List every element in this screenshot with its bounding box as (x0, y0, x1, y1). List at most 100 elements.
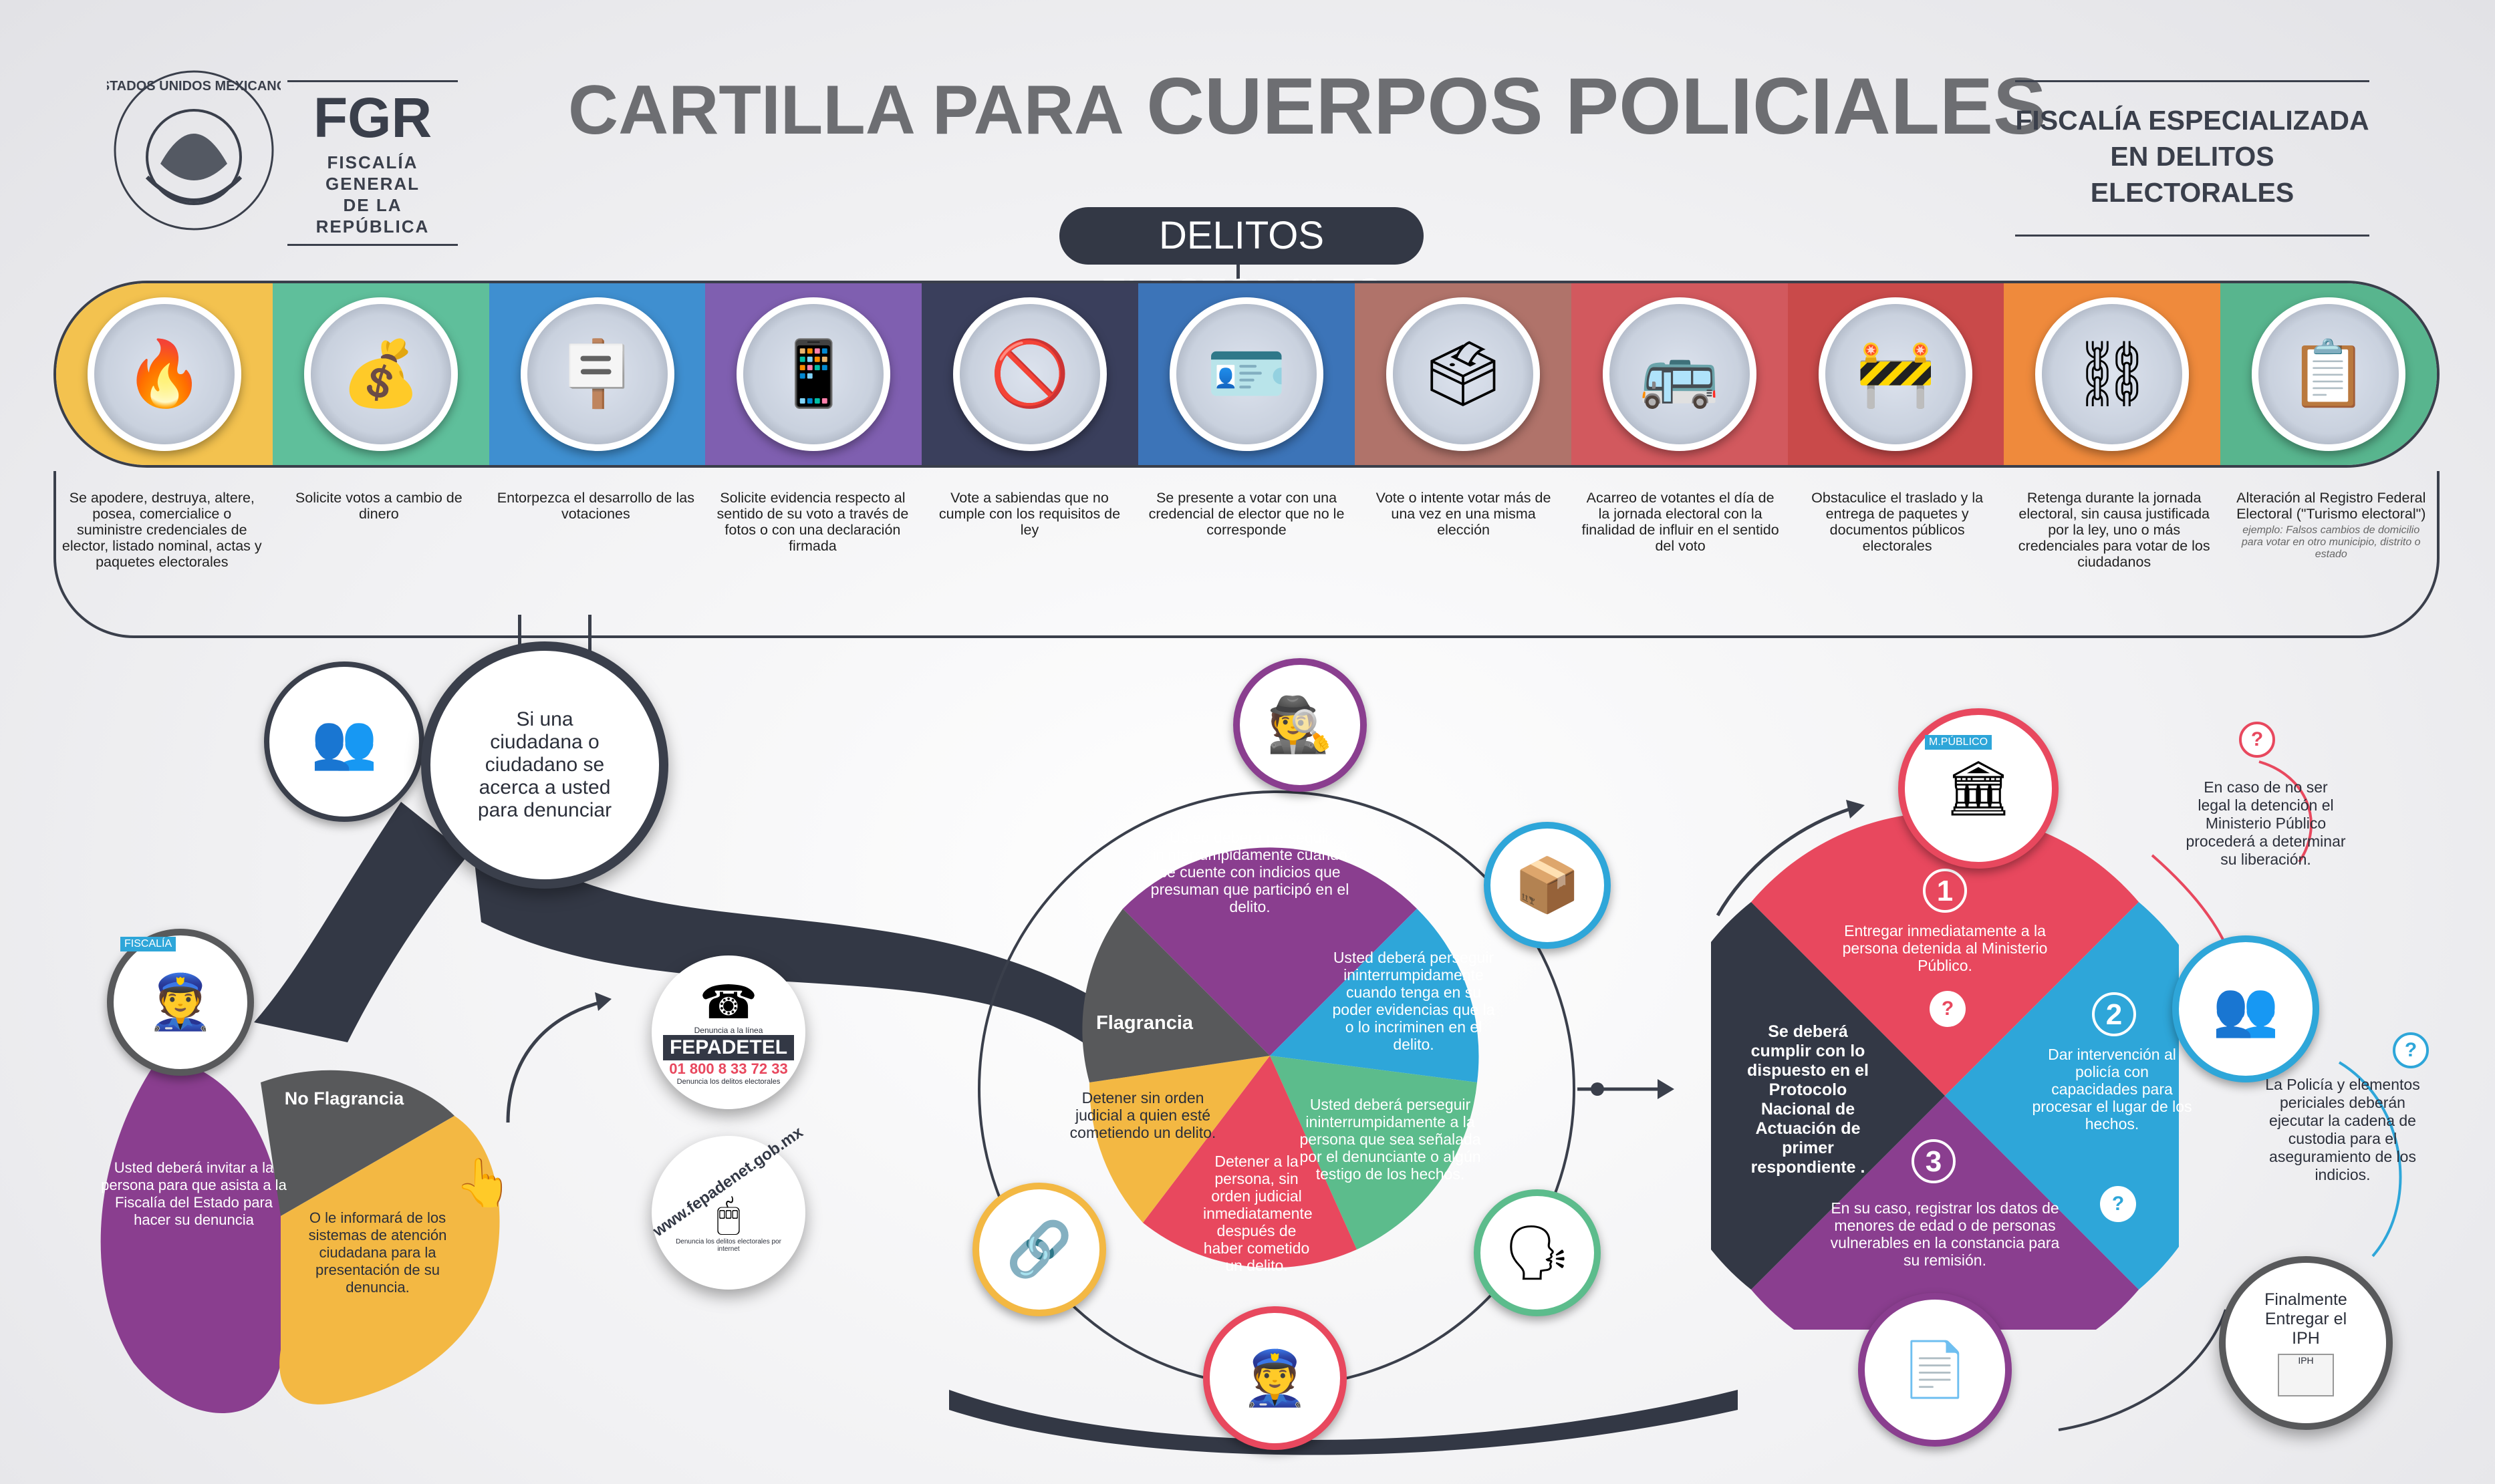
bus-icon: 🚌 (1602, 297, 1756, 451)
mexico-seal-logo: ESTADOS UNIDOS MEXICANOS (107, 70, 281, 231)
no-flagrancia-right-text: O le informará de los sistemas de atenci… (308, 1209, 447, 1296)
delito-caption-text: Solicite votos a cambio de dinero (295, 490, 463, 522)
pill-connector (1236, 265, 1240, 282)
no-flagrancia-shapes (100, 1056, 500, 1413)
delito-caption-text: Solicite evidencia respecto al sentido d… (716, 490, 909, 554)
delito-caption-text: Entorpezca el desarrollo de las votacion… (497, 490, 694, 522)
citizens-icon: 👥 (311, 712, 378, 771)
delitos-band: 🔥💰 🪧 📱 🚫 🪪🗳🚌 🚧 ⛓ 📋 (53, 281, 2440, 468)
no-flagrancia-left-text: Usted deberá invitar a la persona para q… (101, 1159, 287, 1228)
delito-caption-text: Se presente a votar con una credencial d… (1148, 490, 1345, 538)
iph-document: IPH (2278, 1353, 2334, 1396)
question-icon[interactable]: ? (1930, 991, 1966, 1027)
top-rule (2015, 80, 2369, 82)
custodia-note: La Policía y elementos periciales deberá… (2265, 1076, 2420, 1183)
fiscalia-especializada-block: FISCALÍA ESPECIALIZADA EN DELITOS ELECTO… (2015, 80, 2369, 237)
delito-segment: 📋 (2220, 283, 2437, 465)
detective-icon: 🕵 (1267, 695, 1333, 754)
page-title: CARTILLA PARA CUERPOS POLICIALES (568, 60, 2047, 152)
citizen-text-circle: Si una ciudadana o ciudadano se acerca a… (421, 641, 668, 889)
delito-segment: 🚫 (922, 283, 1139, 465)
fgr-title: FGR (313, 86, 432, 149)
delito-caption-text: Vote o intente votar más de una vez en u… (1375, 490, 1551, 538)
mp-sign: M.PÚBLICO (1925, 735, 1992, 750)
delito-caption: Alteración al Registro Federal Electoral… (2222, 471, 2440, 638)
fepadetel-badge[interactable]: ☎ Denuncia a la línea FEPADETEL 01 800 8… (652, 955, 805, 1109)
proceso-step-2-text: Dar intervención al policía con capacida… (2032, 1046, 2192, 1133)
delito-caption: Retenga durante la jornada electoral, si… (2006, 471, 2223, 638)
cage-icon: ⛓ (2035, 297, 2190, 451)
pointing-hand-icon: 👆 (454, 1157, 513, 1209)
voter-credential-icon: 🪪 (1169, 297, 1323, 451)
fiscalia-line-2: EN DELITOS ELECTORALES (2090, 141, 2294, 208)
invalid-id-card-icon: 🚫 (953, 297, 1107, 451)
fepadetel-phone: 01 800 8 33 72 33 (669, 1060, 788, 1077)
fiscalia-especializada-text: FISCALÍA ESPECIALIZADA EN DELITOS ELECTO… (2015, 82, 2369, 235)
question-icon[interactable]: ? (2239, 722, 2275, 758)
delito-caption: Vote a sabiendas que no cumple con los r… (921, 471, 1138, 638)
fence-obstacle-icon: 🚧 (1819, 297, 1973, 451)
flagrancia-blue-text: Usted deberá perseguir ininterrumpidamen… (1332, 949, 1495, 1053)
flagrancia-icon-red: 👮 (1203, 1306, 1347, 1450)
flagrancia-purple-text: Usted deberá perseguir ininterrumpidamen… (1150, 829, 1349, 915)
delito-caption-note: ejemplo: Falsos cambios de domicilio par… (2241, 525, 2421, 560)
delito-caption: Entorpezca el desarrollo de las votacion… (487, 471, 704, 638)
delito-segment: 🪪 (1138, 283, 1355, 465)
delito-caption: Solicite votos a cambio de dinero (271, 471, 488, 638)
svg-text:ESTADOS UNIDOS MEXICANOS: ESTADOS UNIDOS MEXICANOS (107, 79, 281, 94)
delito-caption-text: Retenga durante la jornada electoral, si… (2018, 490, 2210, 570)
band-connector-right (588, 615, 592, 655)
fepadenet-badge[interactable]: www.fepadenet.gob.mx 🖱 Denuncia los deli… (650, 1123, 807, 1290)
delito-segment: 🗳 (1354, 283, 1571, 465)
delito-caption-text: Acarreo de votantes el día de la jornada… (1581, 490, 1779, 554)
delitos-captions: Se apodere, destruya, altere, posea, com… (53, 471, 2440, 638)
proceso-step-1-text: Entregar inmediatamente a la persona det… (1842, 922, 2048, 974)
delito-caption: Vote o intente votar más de una vez en u… (1355, 471, 1572, 638)
fiscalia-line-1: FISCALÍA ESPECIALIZADA (2015, 105, 2369, 136)
fepadetel-top: Denuncia a la línea (694, 1026, 763, 1035)
flagrancia-wheel (1082, 847, 1479, 1268)
flagrancia-green-text: Usted deberá perseguir ininterrumpidamen… (1299, 1096, 1481, 1183)
witness-icon: 🗣 (1503, 1223, 1571, 1282)
delito-segment: 🪧 (489, 283, 706, 465)
delito-caption: Obstaculice el traslado y la entrega de … (1789, 471, 2006, 638)
iph-circle: Finalmente Entregar el IPH IPH (2219, 1256, 2393, 1430)
step-number-1: 1 (1923, 869, 1967, 913)
flagrancia-label: Flagrancia (1096, 1012, 1194, 1034)
mouse-icon: 🖱 (716, 1192, 741, 1237)
delito-segment: 🔥 (56, 283, 273, 465)
proceso-step-3-text: En su caso, registrar los datos de menor… (1830, 1199, 2060, 1269)
no-flagrancia-label: No Flagrancia (284, 1088, 404, 1108)
question-icon[interactable]: ? (2100, 1186, 2136, 1222)
fgr-subtitle-line-1: FISCALÍA GENERAL (325, 152, 420, 194)
evidence-box-icon: 📦 (1514, 855, 1581, 915)
arrest-icon: 👮 (1241, 1348, 1309, 1408)
fiscalia-sign: FISCALÍA (120, 937, 176, 951)
flagrancia-icon-yellow: 🔗 (972, 1183, 1106, 1316)
flagrancia-yellow-text: Detener sin orden judicial a quien esté … (1069, 1089, 1216, 1141)
thief-money-bag-icon: 💰 (303, 297, 458, 451)
top-rule (287, 80, 458, 82)
delito-segment: ⛓ (2004, 283, 2221, 465)
registro-circle: 📄 (1858, 1293, 2012, 1447)
flagrancia-icon-blue: 📦 (1484, 822, 1611, 949)
handcuffs-icon: 🔗 (1006, 1219, 1073, 1279)
step-number-3: 3 (1912, 1139, 1956, 1183)
delito-segment: 📱 (705, 283, 922, 465)
police-officer-icon: 👮 (147, 972, 214, 1032)
step-number-2: 2 (2092, 992, 2136, 1036)
question-icon[interactable]: ? (2393, 1032, 2429, 1068)
band-connector-left (518, 615, 521, 655)
iph-note: Finalmente Entregar el IPH (2264, 1290, 2347, 1348)
delito-caption-text: Alteración al Registro Federal Electoral… (2236, 490, 2426, 522)
delito-caption-text: Obstaculice el traslado y la entrega de … (1811, 490, 1984, 554)
altered-registry-icon: 📋 (2252, 297, 2406, 451)
fgr-subtitle: FISCALÍA GENERAL DE LA REPÚBLICA (287, 152, 458, 237)
delito-segment: 🚧 (1787, 283, 2004, 465)
phone-evidence-icon: 📱 (737, 297, 891, 451)
fepadetel-sub: Denuncia los delitos electorales (676, 1078, 781, 1086)
no-voten-sign-icon: 🪧 (520, 297, 674, 451)
officer-transfer-icon: 👥 (2212, 979, 2279, 1038)
fiscalia-officer-circle: 👮 (107, 929, 254, 1076)
citizen-text: Si una ciudadana o ciudadano se acerca a… (477, 708, 612, 821)
